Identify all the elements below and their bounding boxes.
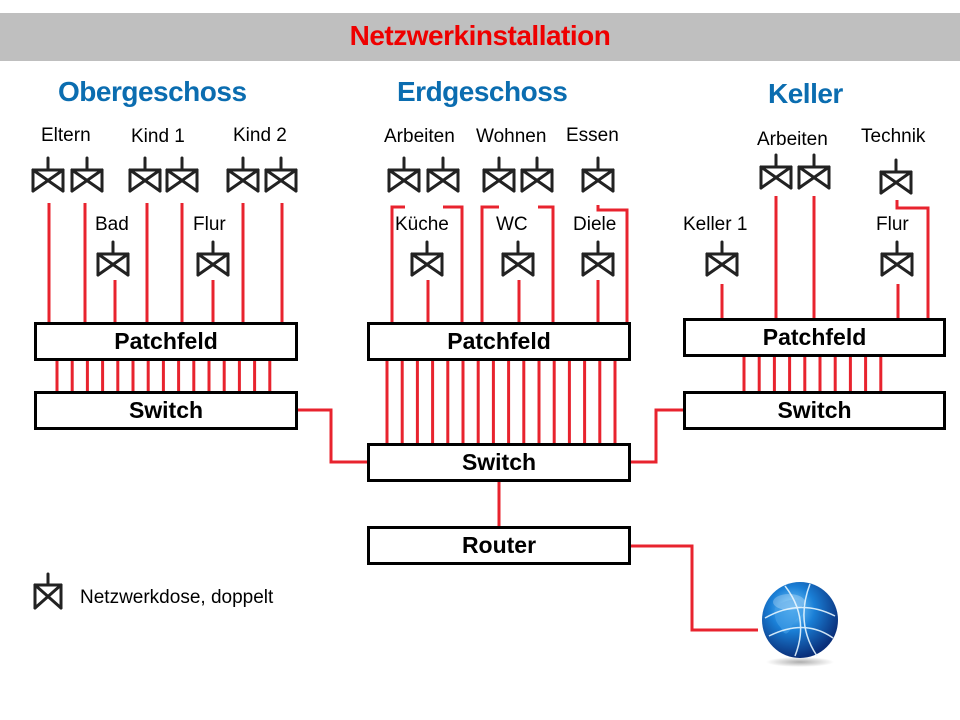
network-socket-icon xyxy=(33,572,63,610)
network-socket-icon[interactable] xyxy=(96,240,130,277)
network-socket-icon[interactable] xyxy=(520,156,554,193)
patchpanel-label: Patchfeld xyxy=(447,328,551,354)
socket-cable xyxy=(443,205,464,323)
room-label: Keller 1 xyxy=(683,214,748,235)
network-socket-icon[interactable] xyxy=(128,156,162,193)
network-socket-icon[interactable] xyxy=(797,153,831,190)
room-label: Flur xyxy=(876,214,909,235)
patchpanel-label: Patchfeld xyxy=(762,324,867,350)
room-label: Eltern xyxy=(41,125,91,146)
patchpanel-obergeschoss[interactable]: Patchfeld xyxy=(34,322,298,361)
network-socket-icon[interactable] xyxy=(196,240,230,277)
network-socket-icon[interactable] xyxy=(581,156,615,193)
socket-cable xyxy=(390,205,405,323)
room-label: Kind 2 xyxy=(233,125,287,146)
router-label: Router xyxy=(461,532,537,558)
switch-label: Switch xyxy=(461,449,537,475)
room-label: Bad xyxy=(95,214,129,235)
switch-obergeschoss[interactable]: Switch xyxy=(34,391,298,430)
room-label: Technik xyxy=(861,126,926,147)
patchpanel-erdgeschoss[interactable]: Patchfeld xyxy=(367,322,631,361)
socket-cable xyxy=(538,205,555,323)
network-socket-icon[interactable] xyxy=(410,240,444,277)
floor-title-obergeschoss: Obergeschoss xyxy=(58,76,247,107)
network-socket-icon[interactable] xyxy=(387,156,421,193)
network-socket-icon[interactable] xyxy=(501,240,535,277)
room-label: Essen xyxy=(566,125,619,146)
switch-keller[interactable]: Switch xyxy=(683,391,946,430)
network-socket-icon[interactable] xyxy=(705,240,739,277)
room-label: Küche xyxy=(395,214,449,235)
uplink-cable xyxy=(297,408,368,464)
switch-label: Switch xyxy=(777,397,852,423)
room-label: WC xyxy=(496,214,528,235)
room-label: Arbeiten xyxy=(757,129,828,150)
network-socket-icon[interactable] xyxy=(759,153,793,190)
legend-label: Netzwerkdose, doppelt xyxy=(80,587,274,608)
room-label: Flur xyxy=(193,214,226,235)
uplink-cable xyxy=(630,408,684,464)
patchpanel-keller[interactable]: Patchfeld xyxy=(683,318,946,357)
network-socket-icon[interactable] xyxy=(426,156,460,193)
room-label: Diele xyxy=(573,214,617,235)
network-socket-icon[interactable] xyxy=(31,156,65,193)
floor-title-keller: Keller xyxy=(768,78,843,109)
switch-label: Switch xyxy=(128,397,204,423)
network-socket-icon[interactable] xyxy=(880,240,914,277)
socket-cable xyxy=(480,205,499,323)
floor-title-erdgeschoss: Erdgeschoss xyxy=(397,76,568,107)
network-socket-icon[interactable] xyxy=(482,156,516,193)
network-socket-icon[interactable] xyxy=(264,156,298,193)
socket-cable xyxy=(596,205,629,323)
router[interactable]: Router xyxy=(367,526,631,565)
patchpanel-label: Patchfeld xyxy=(114,328,218,354)
network-socket-icon[interactable] xyxy=(165,156,199,193)
network-socket-icon[interactable] xyxy=(879,158,913,195)
room-label: Kind 1 xyxy=(131,126,185,147)
room-label: Arbeiten xyxy=(384,126,455,147)
switch-erdgeschoss[interactable]: Switch xyxy=(367,443,631,482)
page-title: Netzwerkinstallation xyxy=(349,20,611,51)
network-socket-icon[interactable] xyxy=(581,240,615,277)
internet-cable xyxy=(629,544,758,632)
network-socket-icon[interactable] xyxy=(70,156,104,193)
network-socket-icon[interactable] xyxy=(226,156,260,193)
title-bar: Netzwerkinstallation xyxy=(0,13,960,61)
globe-icon xyxy=(762,582,838,667)
socket-cable xyxy=(895,200,930,319)
room-label: Wohnen xyxy=(476,126,547,147)
